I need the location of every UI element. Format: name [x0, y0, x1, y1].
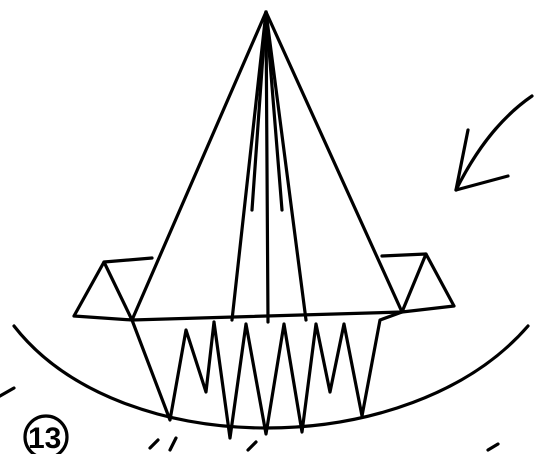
step-number: 13 — [28, 422, 61, 454]
left-tick — [0, 388, 14, 396]
partial-caption-marks — [150, 438, 498, 450]
step-number-badge: 13 — [25, 416, 67, 454]
arrow-icon — [456, 96, 532, 190]
cone-crease-center — [266, 12, 268, 322]
